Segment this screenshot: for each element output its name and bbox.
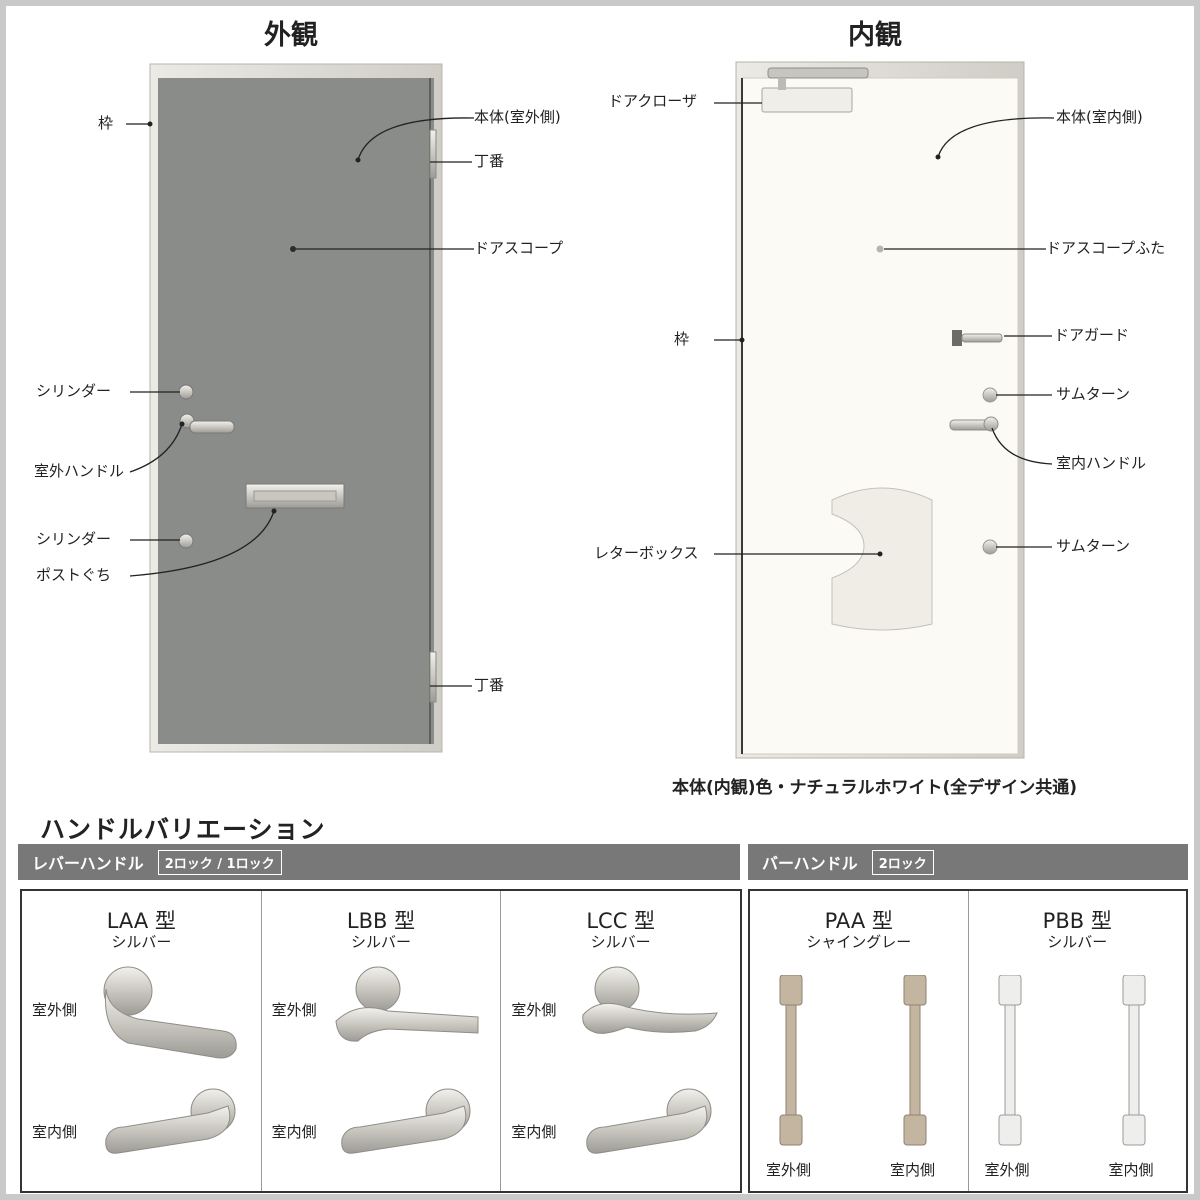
model-name: PBB 型 [1042,909,1112,933]
label-ext-frame: 枠 [98,114,114,132]
outside-label: 室外側 [984,1161,1030,1179]
label-ext-door-scope: ドアスコープ [474,239,564,257]
lever-handle-icon [335,966,479,1154]
door-guard-icon [952,330,1003,346]
label-int-inner-handle: 室内ハンドル [1056,454,1147,472]
thumbturn-icon [982,387,998,403]
label-ext-mail-slot: ポストぐち [36,566,112,584]
model-name: LAA 型 [106,909,176,933]
cylinder-icon [178,533,194,549]
inner-handle-icon [949,416,999,432]
letter-box-icon [831,487,933,631]
inside-label: 室内側 [1108,1161,1154,1179]
label-ext-body: 本体(室外側) [474,108,561,126]
outside-label: 室外側 [271,1001,317,1019]
bar-card-pbb: PBB 型 シルバー 室外側 室内側 [969,891,1187,1191]
thumbturn-icon [982,539,998,555]
label-ext-cylinder-top: シリンダー [36,382,112,400]
lever-handle-icon [582,966,719,1154]
model-name: LCC 型 [586,909,656,933]
bar-header-bar: バーハンドル 2ロック [748,844,1188,880]
model-color: シルバー [111,933,172,951]
variations-title: ハンドルバリエーション [40,815,326,844]
lever-header: レバーハンドル [32,854,144,873]
bar-handle-icon [998,975,1145,1146]
label-int-body: 本体(室内側) [1056,108,1143,126]
model-color: シルバー [590,933,651,951]
exterior-door [149,63,443,753]
hinge-icon [429,129,437,179]
label-ext-outer-handle: 室外ハンドル [34,462,125,480]
label-int-thumbturn-bottom: サムターン [1056,537,1130,555]
label-ext-hinge-top: 丁番 [474,152,505,170]
interior-leaders [714,102,1055,555]
inside-label: 室内側 [890,1161,936,1179]
interior-title: 内観 [848,20,902,51]
label-int-scope-cover: ドアスコープふた [1046,239,1166,257]
model-color: シルバー [1047,933,1108,951]
lever-card-lcc: LCC 型 シルバー 室外側 室内側 [501,891,740,1191]
door-closer-icon [761,67,869,113]
label-int-door-closer: ドアクローザ [608,92,697,110]
label-ext-cylinder-bottom: シリンダー [36,530,112,548]
model-color: シルバー [351,933,412,951]
cylinder-icon [178,384,194,400]
bar-handle-icon [779,975,927,1146]
outside-label: 室外側 [511,1001,557,1019]
model-color: シャイングレー [806,933,912,951]
outside-label: 室外側 [32,1001,78,1019]
inside-label: 室内側 [511,1123,557,1141]
exterior-leaders [126,117,475,687]
lever-handle-icon [103,966,237,1154]
hinge-icon [429,651,437,703]
bar-cards: PAA 型 シャイングレー 室外側 室内側 PBB 型 シルバー 室外側 室内側 [748,889,1188,1193]
bar-lock-badge: 2ロック [871,849,934,875]
door-diagrams [126,61,1055,759]
lever-header-bar: レバーハンドル 2ロック / 1ロック [18,844,740,880]
mail-slot-icon [245,483,345,509]
bar-header: バーハンドル [762,854,858,873]
lever-cards: LAA 型 シルバー 室外側 室内側 LBB 型 シルバー 室外側 室内側 [20,889,742,1193]
label-ext-hinge-bottom: 丁番 [474,676,505,694]
lever-card-lbb: LBB 型 シルバー 室外側 室内側 [262,891,502,1191]
lever-lock-badge: 2ロック / 1ロック [157,849,282,875]
label-int-thumbturn-top: サムターン [1056,385,1130,403]
lever-card-laa: LAA 型 シルバー 室外側 室内側 [22,891,262,1191]
model-name: LBB 型 [346,909,416,933]
outside-label: 室外側 [766,1161,812,1179]
inside-label: 室内側 [271,1123,317,1141]
interior-door [735,61,1025,759]
outer-handle-icon [179,413,235,434]
bar-card-paa: PAA 型 シャイングレー 室外側 室内側 [750,891,969,1191]
label-int-letter-box: レターボックス [594,544,699,562]
label-int-frame: 枠 [674,330,690,348]
inside-label: 室内側 [32,1123,78,1141]
label-int-door-guard: ドアガード [1054,326,1130,344]
interior-color-note: 本体(内観)色・ナチュラルホワイト(全デザイン共通) [672,778,1078,798]
exterior-title: 外観 [264,20,318,51]
model-name: PAA 型 [824,909,893,933]
